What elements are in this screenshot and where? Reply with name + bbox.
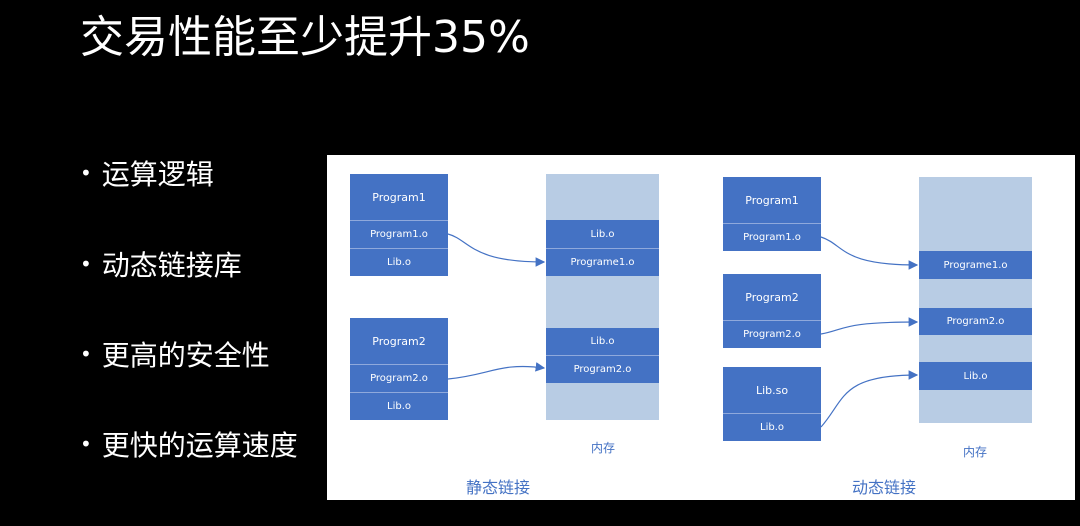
dynamic-memory-block: Programe1.o (919, 251, 1032, 279)
static-program1: Program1 (350, 174, 448, 220)
static-memory-block: Program2.o (546, 355, 659, 383)
static-memory-block: Lib.o (546, 220, 659, 248)
static-memory-label: 内存 (590, 441, 616, 455)
static-program2-obj: Program2.o (350, 364, 448, 392)
dynamic-libso-obj: Lib.o (723, 413, 821, 441)
dynamic-program1: Program1 (723, 177, 821, 223)
static-caption: 静态链接 (465, 478, 531, 497)
static-memory-block: Lib.o (546, 328, 659, 355)
dynamic-caption: 动态链接 (851, 478, 917, 497)
static-program2-lib: Lib.o (350, 392, 448, 420)
dynamic-memory-block: Lib.o (919, 362, 1032, 390)
bullet-item: 运算逻辑 (80, 155, 214, 193)
bullet-item: 更快的运算速度 (80, 426, 298, 464)
slide-title: 交易性能至少提升35% (80, 12, 530, 63)
dynamic-memory-block: Program2.o (919, 308, 1032, 335)
arrow (820, 236, 919, 270)
dynamic-libso: Lib.so (723, 367, 821, 413)
bullet-item: 动态链接库 (80, 246, 242, 284)
dynamic-memory-label: 内存 (962, 445, 988, 459)
static-program1-lib: Lib.o (350, 248, 448, 276)
static-program2: Program2 (350, 318, 448, 364)
dynamic-program1-obj: Program1.o (723, 223, 821, 251)
arrow (447, 362, 546, 380)
arrow (820, 370, 919, 428)
dynamic-program2-obj: Program2.o (723, 320, 821, 348)
dynamic-program2: Program2 (723, 274, 821, 320)
arrow (447, 233, 546, 267)
static-program1-obj: Program1.o (350, 220, 448, 248)
static-memory-block: Programe1.o (546, 248, 659, 276)
arrow (820, 317, 919, 335)
bullet-item: 更高的安全性 (80, 336, 270, 374)
